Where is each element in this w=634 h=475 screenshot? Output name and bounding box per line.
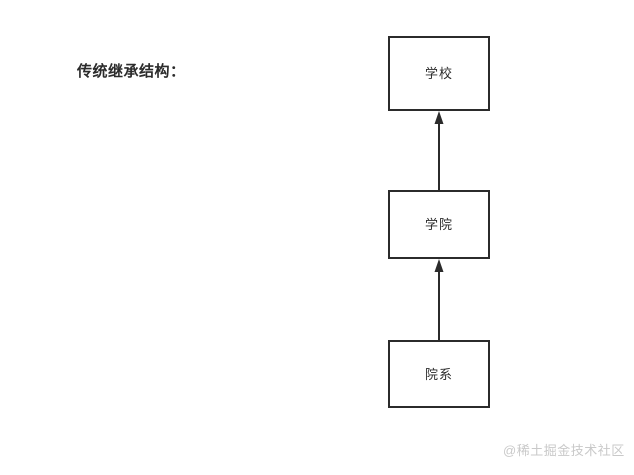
node-department-label: 院系	[424, 366, 453, 382]
node-school: 学校	[388, 36, 490, 111]
diagram-caption: 传统继承结构：	[77, 63, 186, 80]
edge-department-to-college	[434, 259, 444, 340]
watermark: @稀土掘金技术社区	[503, 443, 625, 458]
node-school-label: 学校	[424, 66, 453, 81]
node-department: 院系	[388, 340, 490, 408]
edge-college-to-school	[434, 111, 444, 190]
node-college: 学院	[388, 190, 490, 259]
node-college-label: 学院	[424, 217, 453, 232]
